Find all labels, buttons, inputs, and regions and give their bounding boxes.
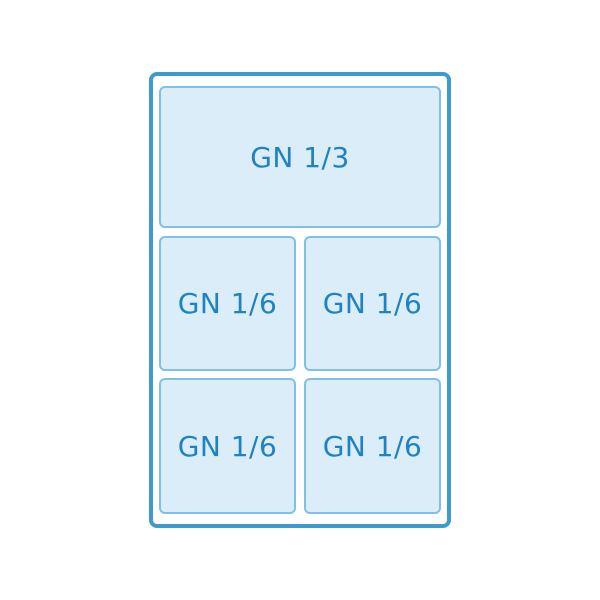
section-gn-1-3: GN 1/3 bbox=[159, 86, 441, 228]
section-label: GN 1/6 bbox=[322, 287, 423, 320]
section-gn-1-6-top-left: GN 1/6 bbox=[159, 236, 296, 371]
section-label: GN 1/6 bbox=[177, 287, 278, 320]
section-gn-1-6-bottom-left: GN 1/6 bbox=[159, 378, 296, 514]
section-label: GN 1/6 bbox=[322, 429, 423, 463]
section-label: GN 1/6 bbox=[177, 429, 278, 463]
section-label: GN 1/3 bbox=[250, 140, 350, 174]
section-gn-1-6-top-right: GN 1/6 bbox=[304, 236, 441, 371]
section-gn-1-6-bottom-right: GN 1/6 bbox=[304, 378, 441, 514]
